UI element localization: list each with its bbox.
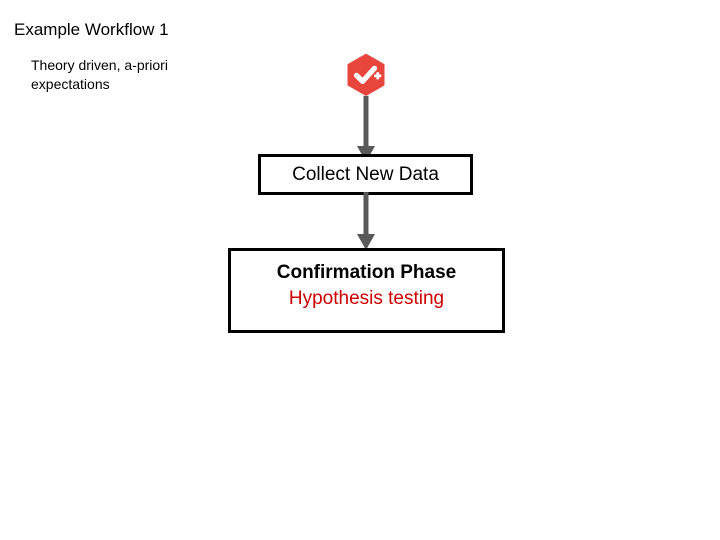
slide-subtitle: Theory driven, a-priori expectations <box>31 57 168 92</box>
node-confirmation-phase-subheading: Hypothesis testing <box>288 288 445 309</box>
node-collect-new-data-label: Collect New Data <box>292 164 439 185</box>
page-title: Example Workflow 1 <box>14 20 169 39</box>
node-confirmation-phase-heading: Confirmation Phase <box>276 262 457 283</box>
node-confirmation-phase[interactable]: Confirmation Phase Hypothesis testing <box>228 248 505 333</box>
hexagon-check-plus-icon <box>343 52 389 100</box>
arrow-collect-to-confirm <box>353 192 379 252</box>
node-collect-new-data[interactable]: Collect New Data <box>258 154 473 195</box>
